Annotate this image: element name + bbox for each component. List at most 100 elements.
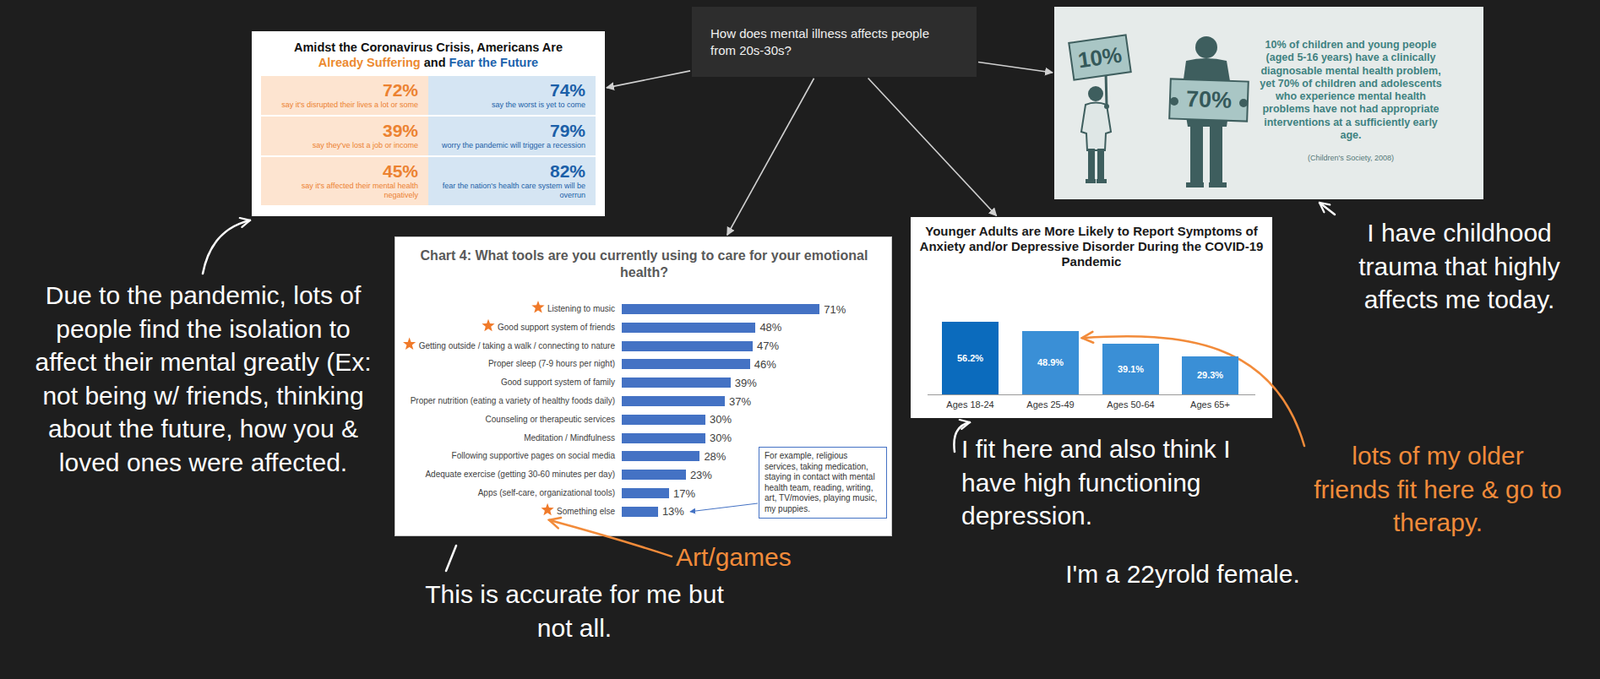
stat-percent: 79% [438,120,586,142]
connector [727,78,815,236]
note-text: For example, religious services, taking … [764,451,882,515]
bar-value: 39.1% [1102,364,1160,376]
connector [978,62,1053,73]
child-body [1081,103,1111,152]
connector [606,70,691,88]
axis-label: Ages 25-49 [1012,399,1089,411]
axis-label: Ages 50-64 [1093,399,1170,411]
chart-title: Chart 4: What tools are you currently us… [412,247,877,282]
child-leg [1097,148,1105,181]
panel-text: 10% of children and young people (aged 5… [1255,38,1447,142]
bar-label: Good support system of family [500,377,615,388]
star-mark [531,300,545,314]
bar-label: Proper nutrition (eating a variety of he… [410,396,615,407]
bar [621,396,725,407]
bar-value: 30% [709,413,732,426]
pointer-line [690,503,758,512]
man-head [1195,36,1218,59]
man-shoe [1208,182,1227,188]
hand-stroke [446,545,457,572]
stat-description: say it's disrupted their lives a lot or … [271,100,419,110]
bar-value: 48.9% [1022,357,1079,369]
bar [621,433,706,444]
bar-label: Proper sleep (7-9 hours per night) [488,359,615,370]
infographic-panel: Amidst the Coronavirus Crisis, Americans… [251,31,605,217]
bar [621,359,751,370]
stat-description: say the worst is yet to come [438,100,586,110]
bar [621,304,820,315]
stat-cell: 45%say it's affected their mental health… [261,157,429,207]
bar-value: 30% [709,431,732,445]
bar [621,506,659,518]
connector [868,77,997,216]
bar [621,451,700,462]
bar-label: Counseling or therapeutic services [485,414,615,425]
bar-label: Adequate exercise (getting 30-60 minutes… [424,469,615,480]
handwritten-note: This is accurate for me but not all. [405,577,744,645]
child-shoe [1096,179,1107,184]
bar-value: 46% [754,358,777,371]
handwritten-note: I'm a 22yrold female. [1055,557,1310,592]
man-hand [1239,98,1248,108]
child-hand [1104,103,1110,109]
child-shoe [1085,179,1096,184]
stat-description: say they've lost a job or income [271,141,419,151]
man-shoe [1186,182,1204,188]
bar-value: 23% [690,468,713,482]
bar-label: Following supportive pages on social med… [451,451,615,462]
star-mark [402,337,416,351]
star-mark [541,503,555,517]
stat-cell: 39%say they've lost a job or income [261,116,429,158]
title-block: Amidst the Coronavirus Crisis, Americans… [261,39,596,71]
bar-label: Apps (self-care, organizational tools) [478,488,615,499]
stat-cell: 74%say the worst is yet to come [428,76,596,117]
bar-value: 37% [729,395,752,409]
handwritten-note: I fit here and also think I have high fu… [961,432,1258,534]
bar [621,488,670,499]
panel-title: Amidst the Coronavirus Crisis, Americans… [261,39,596,55]
bar-value: 56.2% [941,353,999,365]
handwritten-note: lots of my older friends fit here & go t… [1311,439,1565,540]
bar-value: 71% [823,303,846,316]
handwritten-note: I have childhood trauma that highly affe… [1338,216,1580,317]
panel-title: and [424,55,447,70]
man-leg [1209,125,1223,186]
bar-value: 39% [734,376,757,390]
bar-label: Something else [556,506,615,518]
sign-stick [1105,72,1107,107]
stat-percent: 72% [271,80,419,101]
bar [621,377,731,388]
children-illustration [1054,6,1484,200]
axis-label: Ages 18-24 [932,399,1009,411]
stat-cell: 79%worry the pandemic will trigger a rec… [428,116,596,158]
stat-cell: 72%say it's disrupted their lives a lot … [261,76,429,117]
bar-chart-panel: Younger Adults are More Likely to Report… [910,217,1273,419]
sign-text: 70% [1169,78,1249,121]
sign-text: 10% [1068,34,1131,80]
bar-label: Listening to music [547,304,615,315]
bar [621,322,756,333]
bar-value: 47% [756,339,779,353]
handwritten-note: Due to the pandemic, lots of people find… [23,278,383,480]
question-text: How does mental illness affects people f… [710,25,958,59]
citation: (Children's Society, 2008) [1255,153,1447,164]
panel-title-accent: Fear the Future [449,55,539,70]
stat-description: worry the pandemic will trigger a recess… [438,141,586,151]
hand-arrow [549,520,672,557]
child-head [1088,86,1104,102]
bar-value: 48% [759,321,782,334]
stat-percent: 45% [271,161,419,182]
stat-description: fear the nation's health care system wil… [438,181,586,201]
star-mark [481,319,495,332]
sign-board [1068,34,1131,80]
panel-title-accent: Already Suffering [318,55,421,70]
infographic-panel: 10% of children and young people (aged 5… [1054,6,1484,200]
stat-percent: 74% [438,80,586,101]
bar-chart-panel: Chart 4: What tools are you currently us… [394,236,893,537]
bar-label: Good support system of friends [497,322,615,333]
man-leg [1190,125,1203,186]
bar-value: 28% [703,450,726,463]
bar-value: 13% [662,505,685,518]
axis-label: Ages 65+ [1172,399,1249,411]
